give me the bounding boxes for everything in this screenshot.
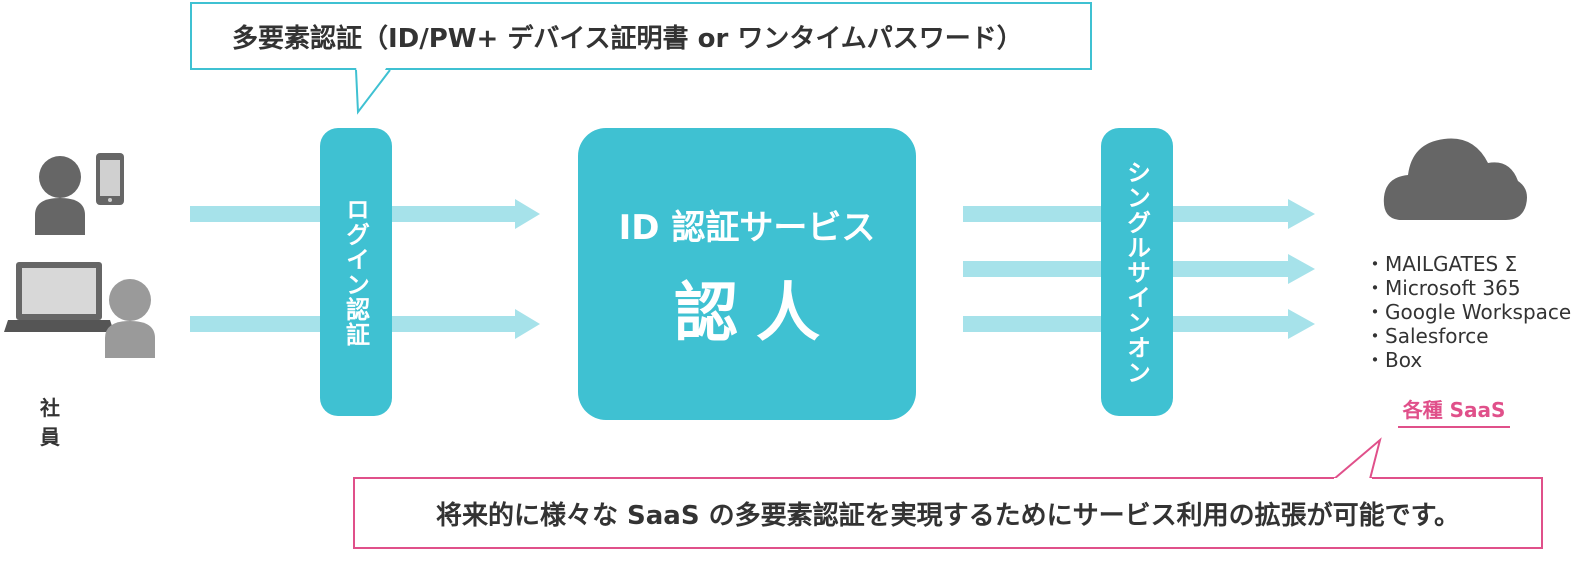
saas-service-list: MAILGATES Σ Microsoft 365 Google Workspa…	[1365, 252, 1571, 372]
saas-item: Box	[1365, 348, 1571, 372]
saas-item: Google Workspace	[1365, 300, 1571, 324]
bottom-callout-text: 将来的に様々な SaaS の多要素認証を実現するためにサービス利用の拡張が可能で…	[435, 500, 1461, 531]
saas-item: Salesforce	[1365, 324, 1571, 348]
id-auth-service-box	[578, 128, 916, 420]
top-callout-text: 多要素認証（ID/PW+ デバイス証明書 or ワンタイムパスワード）	[232, 23, 1023, 54]
bottom-callout-tail	[1333, 437, 1382, 484]
top-callout-box	[190, 2, 1092, 70]
cloud-icon	[1383, 138, 1527, 220]
saas-item: MAILGATES Σ	[1365, 252, 1571, 276]
id-auth-service-title: ID 認証サービス	[618, 208, 876, 248]
login-auth-pill	[320, 128, 392, 416]
sso-pill	[1101, 128, 1173, 416]
smartphone-icon	[96, 153, 124, 205]
person-icon	[35, 156, 85, 235]
ninjin-logo-text: 認人	[674, 277, 838, 351]
saas-item: Microsoft 365	[1365, 276, 1571, 300]
employee-label: 社員	[40, 396, 86, 449]
bottom-callout-box	[353, 477, 1543, 549]
person-icon	[105, 279, 155, 358]
employee-icons	[4, 153, 155, 358]
saas-label: 各種 SaaS	[1402, 398, 1506, 422]
saas-label-underline	[1398, 426, 1510, 428]
login-auth-label: ログイン認証	[341, 197, 370, 347]
sso-label: シングルサインオン	[1122, 159, 1151, 385]
top-callout-tail	[355, 62, 391, 115]
laptop-icon	[4, 262, 114, 332]
